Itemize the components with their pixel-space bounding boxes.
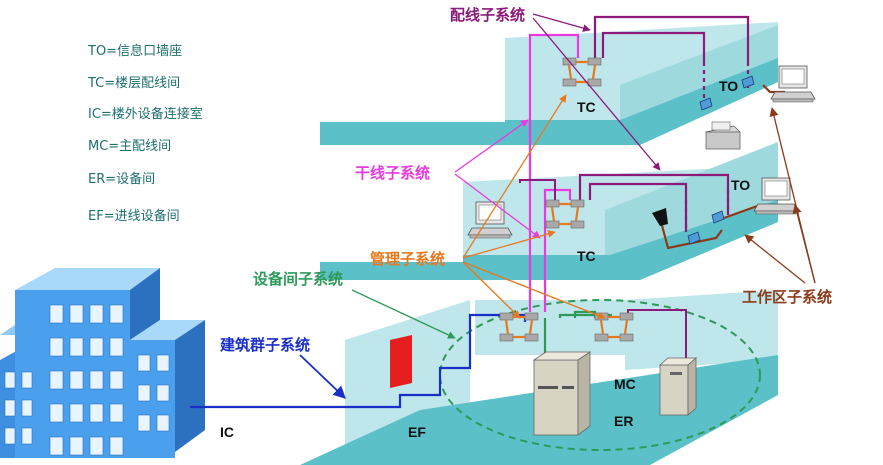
legend-tc: TC=楼层配线间	[88, 76, 181, 91]
equipment-room-arrow	[351, 289, 456, 339]
admin-arrow-1	[462, 94, 567, 259]
legend-to: TO=信息口墙座	[88, 44, 183, 59]
equipment-room-subsystem-label: 设备间子系统	[253, 270, 343, 288]
ef-panel-icon	[390, 335, 412, 388]
equipment-room-boundary	[439, 299, 761, 451]
ef-label: EF	[408, 424, 426, 440]
work-area-subsystem-label: 工作区子系统	[742, 288, 832, 306]
mid-pc-link	[519, 179, 556, 200]
backbone-arrow-2	[454, 173, 541, 239]
backbone-cable-1	[528, 33, 580, 312]
printer-icon	[705, 121, 741, 150]
top-horizontal-cable-2	[601, 31, 706, 62]
legend-er: ER=设备间	[88, 172, 156, 187]
work-area-arrow-3	[792, 204, 816, 284]
building-icon	[0, 268, 205, 458]
middle-side-wall	[605, 142, 778, 265]
work-area-arrow-2	[744, 234, 806, 284]
ic-label: IC	[220, 424, 234, 440]
campus-arrow	[299, 354, 346, 399]
horizontal-arrow-2	[532, 17, 661, 171]
mid-horizontal-cable-1	[578, 173, 730, 215]
top-back-wall	[505, 22, 778, 120]
server-tower-icon	[658, 357, 698, 416]
backbone-subsystem-label: 干线子系统	[355, 164, 430, 182]
mid-work-cord-2	[723, 203, 761, 220]
mc-label: MC	[614, 376, 636, 392]
campus-subsystem-label: 建筑群子系统	[220, 336, 310, 354]
middle-floor	[320, 142, 778, 280]
backbone-cable-2	[543, 188, 572, 312]
mid-to-label: TO	[731, 177, 750, 193]
legend-ic: IC=楼外设备连接室	[88, 107, 203, 122]
top-tc-label: TC	[577, 99, 596, 115]
phone-icon	[652, 208, 668, 226]
top-floor	[320, 22, 778, 145]
administration-subsystem-label: 管理子系统	[370, 250, 445, 268]
legend-ef: EF=进线设备间	[88, 209, 180, 224]
top-horizontal-dashed	[702, 62, 750, 100]
admin-arrow-3	[462, 261, 521, 319]
main-server-icon	[532, 351, 592, 436]
top-to-label: TO	[719, 78, 738, 94]
er-label: ER	[614, 413, 633, 429]
backbone-arrow-1	[454, 119, 529, 173]
mid-tc-label: TC	[577, 248, 596, 264]
horizontal-arrow-1	[532, 13, 591, 32]
horizontal-subsystem-label: 配线子系统	[450, 6, 525, 24]
legend-mc: MC=主配线间	[88, 139, 172, 154]
admin-arrow-2	[462, 230, 556, 259]
top-horizontal-cable-1	[593, 15, 750, 62]
mid-horizontal-dashed	[684, 190, 730, 232]
admin-arrow-4	[462, 261, 606, 320]
middle-floor-plate	[320, 200, 778, 280]
top-floor-plate	[320, 58, 778, 145]
